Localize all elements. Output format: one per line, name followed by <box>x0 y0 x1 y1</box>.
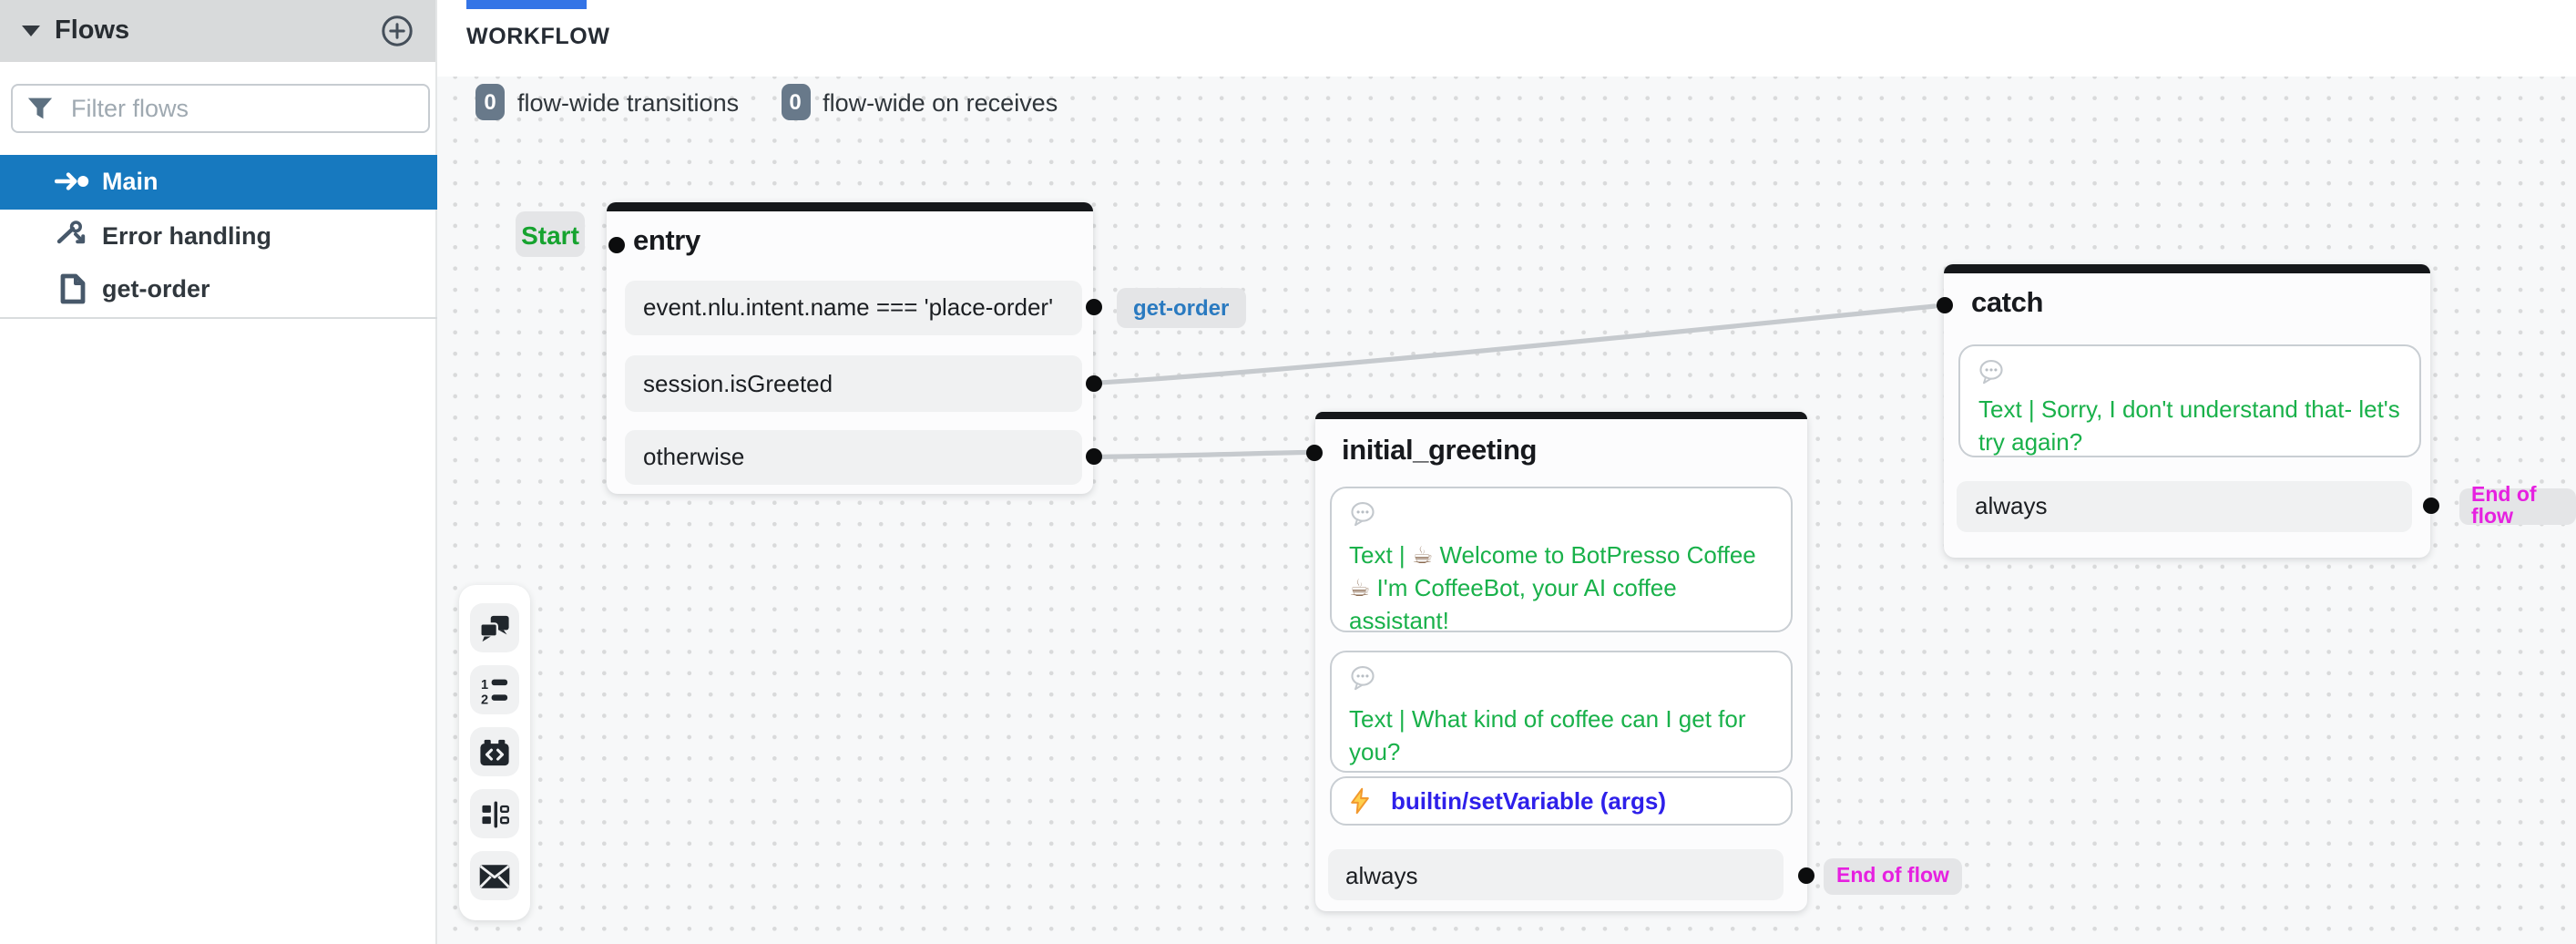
node-entry-input-port[interactable] <box>608 236 624 252</box>
output-port-place-order[interactable] <box>1085 299 1101 316</box>
numbered-list-icon: 12 <box>480 677 507 704</box>
flows-sidebar: Flows Main Error handling <box>0 0 437 944</box>
speech-balloon-icon <box>1350 665 1374 690</box>
split-icon <box>481 800 508 827</box>
flow-canvas[interactable]: 0 flow-wide transitions 0 flow-wide on r… <box>437 77 2576 944</box>
flows-list: Main Error handling get-order <box>0 155 437 316</box>
sidebar-item-label: get-order <box>102 275 210 303</box>
end-of-flow-badge: End of flow <box>1824 858 1962 895</box>
output-port-otherwise[interactable] <box>1085 448 1101 466</box>
workflow-panel: WORKFLOW 0 flow-wide transitions 0 flow-… <box>437 0 2576 944</box>
email-node-button[interactable] <box>470 851 519 900</box>
node-header-bar <box>1314 411 1806 419</box>
action-card-set-variable[interactable]: builtin/setVariable (args) <box>1329 776 1792 826</box>
node-catch[interactable]: catch Text | Sorry, I don't understand t… <box>1936 264 2438 558</box>
chat-bubbles-icon <box>479 614 509 641</box>
node-catch-title[interactable]: catch <box>1971 288 2043 319</box>
node-entry[interactable]: entry event.nlu.intent.name === 'place-o… <box>606 202 1101 494</box>
output-port-always[interactable] <box>2422 498 2438 514</box>
condition-row-otherwise[interactable]: otherwise <box>625 429 1082 485</box>
transition-row-always[interactable]: always <box>1327 849 1783 900</box>
flow-wide-on-receives-counter: 0 flow-wide on receives <box>781 84 1058 120</box>
flows-sidebar-header: Flows <box>0 0 435 62</box>
svg-text:2: 2 <box>480 693 487 704</box>
counter-badge: 0 <box>475 84 505 120</box>
sidebar-title: Flows <box>55 16 130 46</box>
node-initial-greeting-title[interactable]: initial_greeting <box>1342 435 1538 466</box>
sidebar-divider <box>0 317 437 319</box>
code-block-node-button[interactable] <box>470 727 519 776</box>
output-port-always[interactable] <box>1798 867 1814 883</box>
start-badge: Start <box>516 211 585 257</box>
goto-get-order-badge[interactable]: get-order <box>1117 288 1246 328</box>
node-header-bar <box>1944 264 2430 272</box>
end-of-flow-badge: End of flow <box>2458 485 2576 528</box>
condition-row-place-order[interactable]: event.nlu.intent.name === 'place-order' <box>625 280 1082 335</box>
node-entry-title[interactable]: entry <box>633 226 700 257</box>
start-arrow-icon <box>55 165 89 200</box>
coffee-emoji: ☕ <box>1349 574 1371 601</box>
document-icon <box>55 272 89 307</box>
split-node-button[interactable] <box>470 789 519 838</box>
say-text-card-welcome[interactable]: Text | ☕ Welcome to BotPresso Coffee ☕ I… <box>1329 487 1792 634</box>
active-tab-indicator <box>466 0 587 9</box>
say-text-card-what-coffee[interactable]: Text | What kind of coffee can I get for… <box>1329 650 1792 772</box>
speech-balloon-icon <box>1350 502 1374 527</box>
workflow-topbar: WORKFLOW <box>437 0 2576 77</box>
caret-down-icon[interactable] <box>22 26 40 36</box>
say-text-content: Text | Sorry, I don't understand that- l… <box>1978 395 2400 455</box>
node-initial-greeting[interactable]: initial_greeting Text | ☕ Welcome to Bot… <box>1306 411 1814 910</box>
sidebar-item-main[interactable]: Main <box>0 155 437 209</box>
say-text-content: Text | What kind of coffee can I get for… <box>1349 704 1746 764</box>
email-icon <box>479 864 510 888</box>
chat-node-button[interactable] <box>470 603 519 652</box>
say-text-card-sorry[interactable]: Text | Sorry, I don't understand that- l… <box>1958 344 2421 457</box>
add-flow-button[interactable] <box>381 15 414 47</box>
action-label: builtin/setVariable (args) <box>1391 787 1666 815</box>
node-initial-greeting-input-port[interactable] <box>1306 444 1323 460</box>
say-text-content: Text | ☕ Welcome to BotPresso Coffee ☕ I… <box>1349 541 1756 634</box>
counter-badge: 0 <box>781 84 811 120</box>
sidebar-item-error-handling[interactable]: Error handling <box>0 209 437 262</box>
condition-row-isgreeted[interactable]: session.isGreeted <box>625 355 1082 411</box>
flow-wide-counters: 0 flow-wide transitions 0 flow-wide on r… <box>475 84 1058 120</box>
code-block-icon <box>480 738 509 765</box>
filter-funnel-icon <box>27 97 53 119</box>
sidebar-item-get-order[interactable]: get-order <box>0 262 437 316</box>
filter-flows-box <box>11 84 430 133</box>
node-catch-input-port[interactable] <box>1936 297 1952 313</box>
lightning-bolt-icon <box>1350 787 1368 815</box>
svg-text:1: 1 <box>480 677 487 692</box>
error-branch-icon <box>55 219 89 253</box>
sidebar-item-label: Error handling <box>102 221 272 250</box>
output-port-isgreeted[interactable] <box>1085 375 1101 392</box>
sidebar-item-label: Main <box>102 168 158 196</box>
transition-row-always[interactable]: always <box>1957 480 2412 531</box>
flow-wide-transitions-counter: 0 flow-wide transitions <box>475 84 739 120</box>
filter-flows-input[interactable] <box>67 93 414 124</box>
node-header-bar <box>606 202 1093 210</box>
wire-otherwise-to-initial-greeting <box>1090 449 1311 459</box>
speech-balloon-icon <box>1979 359 2003 384</box>
coffee-emoji: ☕ <box>1411 541 1434 569</box>
tab-workflow[interactable]: WORKFLOW <box>466 24 610 49</box>
